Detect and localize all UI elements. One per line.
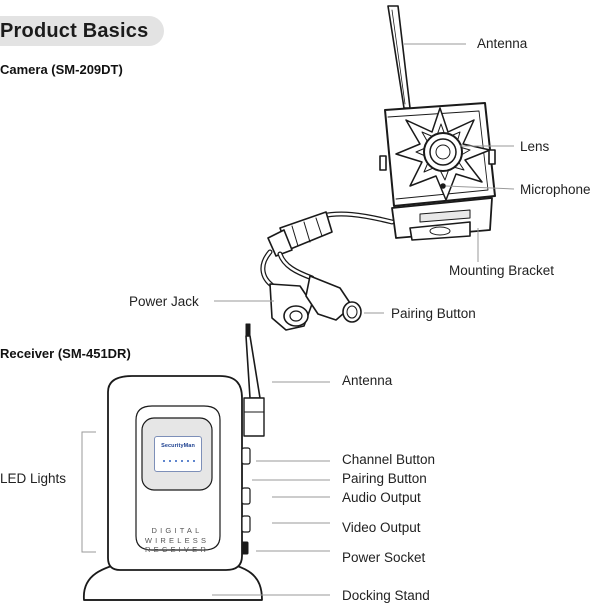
camera-antenna-label: Antenna	[477, 36, 528, 51]
receiver-led-lights-label: LED Lights	[0, 471, 67, 486]
camera-heading: Camera (SM-209DT)	[0, 62, 123, 77]
receiver-power-socket-label: Power Socket	[342, 550, 426, 565]
camera-power-jack-label: Power Jack	[129, 294, 199, 309]
led-dot	[193, 460, 195, 462]
receiver-video-output-label: Video Output	[342, 520, 421, 535]
receiver-docking-stand-label: Docking Stand	[342, 588, 430, 603]
device-text-line1: DIGITAL	[151, 526, 203, 535]
receiver-audio-output-label: Audio Output	[342, 490, 421, 505]
title-pill: Product Basics	[0, 16, 165, 46]
led-dot	[163, 460, 165, 462]
led-lights-bracket	[81, 431, 96, 553]
camera-pairing-button-label: Pairing Button	[391, 306, 476, 321]
led-dot	[187, 460, 189, 462]
device-text-line2: WIRELESS	[144, 536, 210, 545]
brand-logo: SecurityMan	[154, 436, 202, 472]
device-text-line3: RECEIVER	[145, 545, 209, 554]
camera-illustration	[260, 5, 496, 331]
receiver-antenna-label: Antenna	[342, 373, 393, 388]
camera-lens-label: Lens	[520, 139, 550, 154]
led-dot	[175, 460, 177, 462]
led-dot	[169, 460, 171, 462]
led-dot	[181, 460, 183, 462]
camera-leader-lines	[214, 43, 515, 314]
brand-logo-text: SecurityMan	[161, 443, 195, 449]
camera-mounting-bracket-label: Mounting Bracket	[449, 263, 555, 278]
receiver-channel-button-label: Channel Button	[342, 452, 436, 467]
receiver-leader-lines	[212, 381, 330, 596]
camera-microphone-label: Microphone	[520, 182, 591, 197]
page-title: Product Basics	[0, 19, 149, 42]
receiver-pairing-button-label: Pairing Button	[342, 471, 427, 486]
receiver-heading: Receiver (SM-451DR)	[0, 346, 131, 361]
led-indicator-dots	[163, 457, 195, 465]
